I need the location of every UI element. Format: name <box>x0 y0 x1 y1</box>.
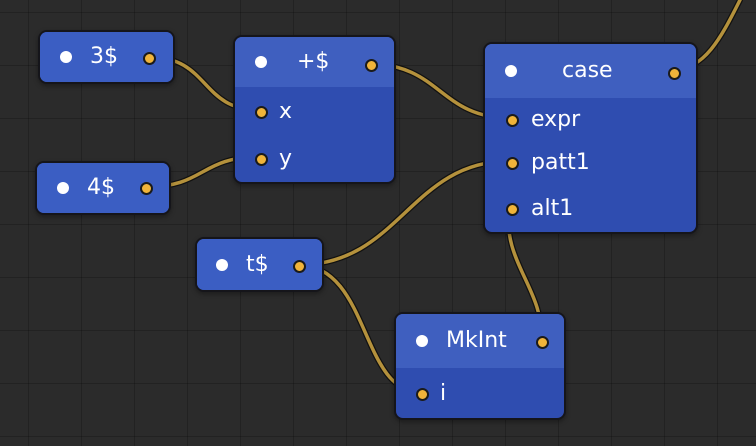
input-port-patt1[interactable] <box>506 157 519 170</box>
node-4-dollar[interactable]: 4$ <box>35 161 171 215</box>
input-label-alt1: alt1 <box>531 196 574 221</box>
node-dot-icon <box>255 56 267 68</box>
node-dot-icon <box>505 65 517 77</box>
input-label-i: i <box>440 381 447 406</box>
input-label-patt1: patt1 <box>531 150 590 175</box>
input-port-expr[interactable] <box>506 114 519 127</box>
node-dot-icon <box>57 182 69 194</box>
output-port[interactable] <box>668 67 681 80</box>
node-title: MkInt <box>446 328 507 353</box>
node-title: t$ <box>246 252 269 277</box>
node-3-dollar[interactable]: 3$ <box>38 30 175 84</box>
node-title: 3$ <box>90 44 118 69</box>
node-title: case <box>562 58 613 83</box>
output-port[interactable] <box>143 52 156 65</box>
node-header[interactable]: case <box>485 44 696 98</box>
node-header[interactable]: +$ <box>235 37 394 87</box>
input-label-y: y <box>279 146 293 171</box>
node-t-dollar[interactable]: t$ <box>195 237 324 292</box>
input-port-i[interactable] <box>416 388 429 401</box>
node-case[interactable]: case expr patt1 alt1 <box>483 42 698 234</box>
node-plus[interactable]: +$ x y <box>233 35 396 184</box>
input-port-x[interactable] <box>255 106 268 119</box>
wire-t-to-patt1[interactable] <box>296 159 512 267</box>
input-port-y[interactable] <box>255 153 268 166</box>
node-mkint[interactable]: MkInt i <box>394 312 566 420</box>
input-label-expr: expr <box>531 107 581 132</box>
node-dot-icon <box>216 259 228 271</box>
output-port[interactable] <box>140 182 153 195</box>
node-dot-icon <box>416 335 428 347</box>
input-label-x: x <box>279 99 293 124</box>
output-port[interactable] <box>365 59 378 72</box>
output-port[interactable] <box>536 336 549 349</box>
node-dot-icon <box>60 51 72 63</box>
node-title: 4$ <box>87 175 115 200</box>
input-port-alt1[interactable] <box>506 203 519 216</box>
node-title: +$ <box>297 49 330 74</box>
output-port[interactable] <box>293 260 306 273</box>
